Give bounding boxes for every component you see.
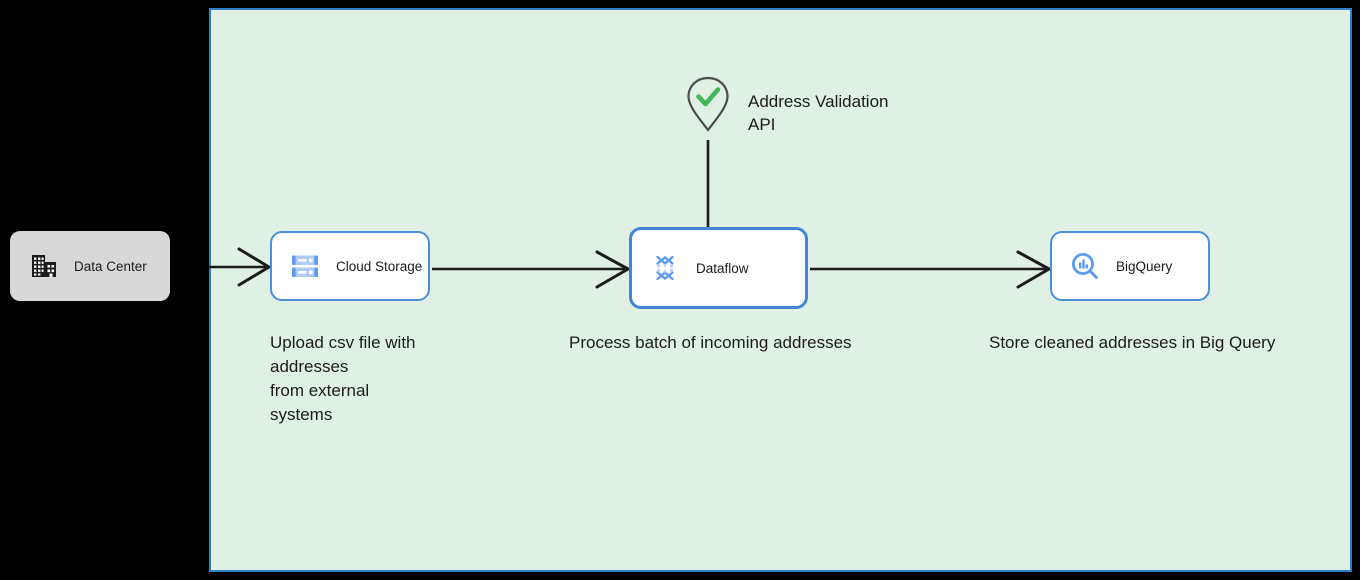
caption-cloud-storage: Upload csv file with addresses from exte… — [270, 333, 416, 424]
cloud-storage-icon — [292, 255, 318, 277]
data-center-label: Data Center — [74, 258, 147, 274]
node-cloud-storage[interactable]: Cloud Storage — [270, 231, 430, 301]
caption-dataflow: Process batch of incoming addresses — [569, 333, 852, 352]
bigquery-icon — [1071, 252, 1098, 279]
node-dataflow[interactable]: Dataflow — [629, 227, 808, 309]
address-validation-api-label: Address Validation API — [748, 92, 889, 134]
caption-bigquery: Store cleaned addresses in Big Query — [989, 333, 1276, 352]
dataflow-label: Dataflow — [696, 260, 749, 276]
map-pin-check-icon[interactable] — [686, 76, 730, 132]
bigquery-label: BigQuery — [1116, 258, 1173, 274]
node-bigquery[interactable]: BigQuery — [1050, 231, 1210, 301]
cloud-storage-label: Cloud Storage — [336, 258, 423, 274]
data-center-node[interactable]: Data Center — [10, 231, 170, 301]
dataflow-icon — [656, 255, 674, 281]
data-center-building-icon — [32, 255, 56, 277]
